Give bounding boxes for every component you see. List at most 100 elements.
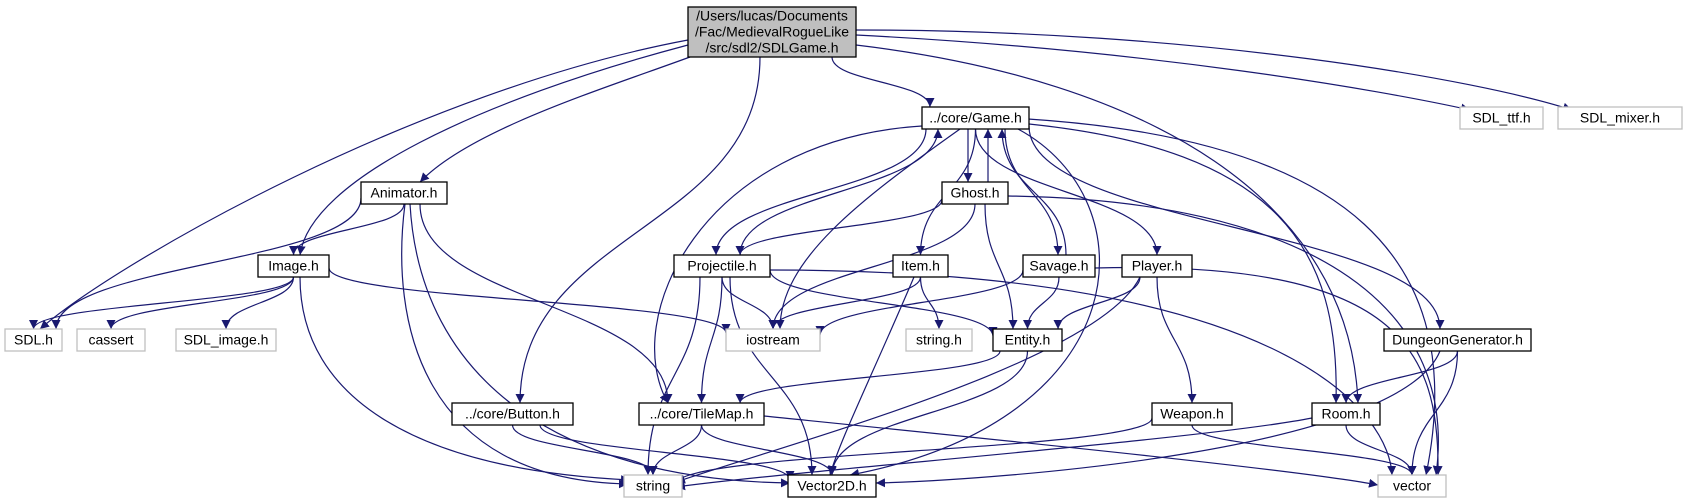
node-cassert[interactable]: cassert bbox=[76, 328, 146, 352]
edge-line bbox=[831, 56, 935, 108]
edge-dungeon-to-vector2d bbox=[875, 350, 1441, 488]
node-box bbox=[1377, 474, 1447, 498]
edge-sdlgame-to-sdl_mixer bbox=[855, 29, 1573, 112]
edge-line bbox=[654, 125, 923, 404]
edge-line bbox=[51, 197, 362, 330]
node-vector2d[interactable]: Vector2D.h bbox=[787, 474, 877, 498]
edge-line bbox=[919, 276, 944, 330]
edge-player-to-entity bbox=[1053, 276, 1141, 330]
edge-line bbox=[29, 276, 295, 330]
edge-line bbox=[328, 267, 731, 334]
node-item[interactable]: Item.h bbox=[892, 254, 949, 278]
edge-sdlgame-to-image bbox=[296, 44, 689, 256]
edge-line bbox=[1407, 350, 1459, 476]
edge-animator-to-sdl bbox=[51, 197, 362, 330]
edge-line bbox=[739, 128, 943, 256]
edge-line bbox=[875, 350, 1441, 488]
node-label: Weapon.h bbox=[1160, 406, 1224, 422]
node-sdl_mixer[interactable]: SDL_mixer.h bbox=[1557, 106, 1683, 130]
node-label: Animator.h bbox=[371, 185, 438, 201]
edge-dungeon-to-room bbox=[1341, 350, 1459, 404]
node-stringh[interactable]: string.h bbox=[905, 328, 973, 352]
node-label: Savage.h bbox=[1029, 258, 1088, 274]
node-box bbox=[623, 474, 683, 498]
edge-image-to-iostream bbox=[328, 267, 731, 334]
node-room[interactable]: Room.h bbox=[1311, 402, 1381, 426]
node-label: Item.h bbox=[901, 258, 940, 274]
edge-line bbox=[711, 128, 927, 256]
node-sdl_ttf[interactable]: SDL_ttf.h bbox=[1459, 106, 1544, 130]
edge-projectile-to-game bbox=[739, 128, 943, 256]
node-button[interactable]: ../core/Button.h bbox=[451, 402, 574, 426]
edge-line bbox=[735, 350, 1001, 404]
node-label: Vector2D.h bbox=[797, 478, 866, 494]
edge-line bbox=[768, 203, 976, 330]
node-dungeon[interactable]: DungeonGenerator.h bbox=[1383, 328, 1532, 352]
node-box bbox=[1311, 402, 1381, 426]
node-string[interactable]: string bbox=[623, 474, 683, 498]
node-savage[interactable]: Savage.h bbox=[1022, 254, 1096, 278]
edge-game-to-room bbox=[1028, 123, 1341, 404]
edge-ghost-to-vector bbox=[1007, 195, 1442, 476]
edge-line bbox=[769, 269, 998, 337]
edge-line bbox=[1341, 350, 1459, 404]
node-box bbox=[451, 402, 574, 426]
edge-game-to-dungeon bbox=[1028, 125, 1445, 330]
node-weapon[interactable]: Weapon.h bbox=[1151, 402, 1233, 426]
node-box bbox=[687, 6, 857, 58]
node-label: vector bbox=[1393, 478, 1431, 494]
node-box bbox=[941, 181, 1009, 205]
edge-line bbox=[296, 44, 689, 256]
edge-sdlgame-to-animator bbox=[419, 56, 691, 183]
edge-line bbox=[419, 56, 691, 183]
edge-line bbox=[828, 276, 915, 476]
edge-line bbox=[511, 424, 658, 476]
edge-game-to-vector bbox=[1027, 118, 1436, 476]
edge-line bbox=[1028, 125, 1445, 330]
edge-line bbox=[997, 128, 1067, 256]
node-label: Player.h bbox=[1132, 258, 1183, 274]
edge-line bbox=[1007, 195, 1442, 476]
edge-line bbox=[1027, 118, 1436, 476]
edge-animator-to-tilemap bbox=[419, 203, 673, 404]
edge-entity-to-vector2d bbox=[827, 350, 1029, 476]
node-label: string.h bbox=[916, 332, 962, 348]
edge-button-to-vector2d bbox=[539, 424, 795, 481]
node-game[interactable]: ../core/Game.h bbox=[921, 106, 1030, 130]
node-box bbox=[1383, 328, 1532, 352]
edge-line bbox=[768, 276, 922, 330]
node-box bbox=[992, 328, 1063, 352]
node-iostream[interactable]: iostream bbox=[725, 328, 821, 352]
edge-sdlgame-to-button bbox=[515, 56, 761, 404]
edge-line bbox=[419, 203, 673, 404]
node-label: DungeonGenerator.h bbox=[1392, 332, 1523, 348]
edge-line bbox=[648, 424, 703, 476]
edge-line bbox=[1094, 266, 1443, 476]
edge-line bbox=[984, 203, 1018, 330]
node-box bbox=[725, 328, 821, 352]
edge-line bbox=[1023, 276, 1060, 330]
node-image[interactable]: Image.h bbox=[257, 254, 330, 278]
node-projectile[interactable]: Projectile.h bbox=[673, 254, 771, 278]
node-tilemap[interactable]: ../core/TileMap.h bbox=[638, 402, 765, 426]
edge-line bbox=[735, 199, 943, 256]
node-sdl[interactable]: SDL.h bbox=[4, 328, 63, 352]
edge-line bbox=[697, 276, 723, 404]
node-box bbox=[673, 254, 771, 278]
edge-game-to-savage bbox=[1004, 128, 1063, 256]
node-sdlgame[interactable]: /Users/lucas/Documents/Fac/MedievalRogue… bbox=[687, 6, 857, 58]
node-label: cassert bbox=[88, 332, 133, 348]
node-box bbox=[892, 254, 949, 278]
edge-ghost-to-iostream bbox=[768, 203, 976, 330]
node-ghost[interactable]: Ghost.h bbox=[941, 181, 1009, 205]
node-sdl_image[interactable]: SDL_image.h bbox=[175, 328, 277, 352]
node-vector[interactable]: vector bbox=[1377, 474, 1447, 498]
node-label: /Fac/MedievalRogueLike bbox=[695, 24, 849, 40]
edge-line bbox=[1345, 424, 1417, 476]
node-box bbox=[1022, 254, 1096, 278]
node-animator[interactable]: Animator.h bbox=[360, 181, 448, 205]
edge-line bbox=[106, 276, 295, 330]
node-box bbox=[1459, 106, 1544, 130]
node-player[interactable]: Player.h bbox=[1121, 254, 1193, 278]
node-entity[interactable]: Entity.h bbox=[992, 328, 1063, 352]
